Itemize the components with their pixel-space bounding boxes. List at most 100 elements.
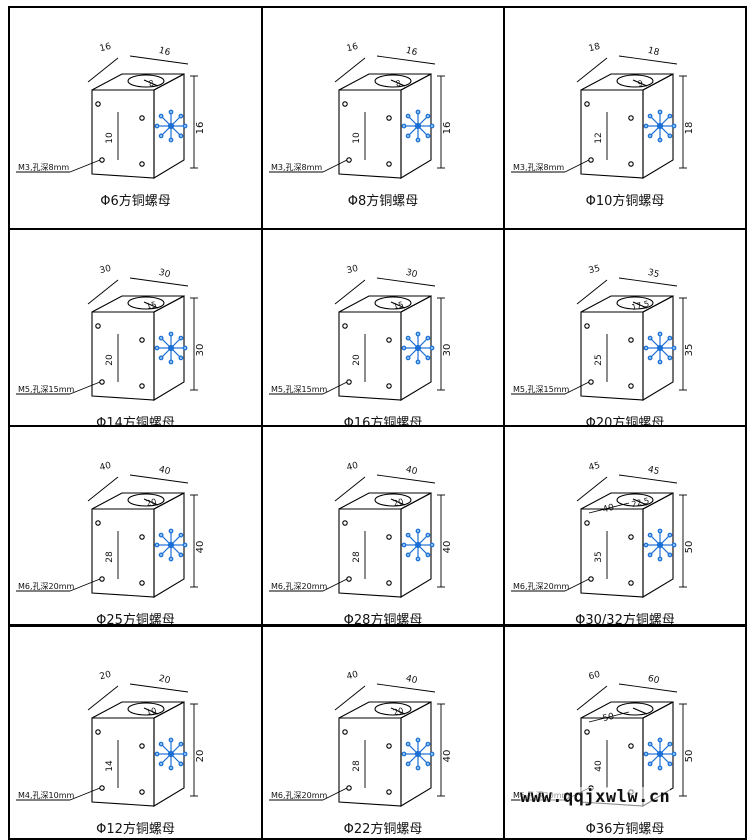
screw-hole: [628, 580, 634, 586]
top-dim-line: [376, 277, 436, 287]
star-tip: [154, 751, 160, 757]
top-right-dim-label: 30: [158, 268, 172, 281]
top-dim-line: [129, 55, 189, 65]
nut-caption: Φ16方铜螺母: [343, 416, 423, 425]
nut-caption: Φ6方铜螺母: [100, 194, 171, 209]
screw-hole: [342, 729, 348, 735]
right-face: [153, 295, 185, 401]
hole-dim-label: 20: [105, 354, 115, 366]
hole-note: M5,孔深15mm: [18, 385, 75, 394]
leader-line: [390, 301, 406, 309]
screw-hole: [386, 337, 392, 343]
hole-note: M6,孔深20mm: [18, 582, 75, 591]
star-tip: [671, 123, 677, 129]
screw-hole: [139, 743, 145, 749]
top-hole: [374, 702, 412, 716]
star-tip: [429, 751, 435, 757]
screw-hole: [588, 576, 594, 582]
star-tip: [158, 741, 164, 747]
star-tip: [405, 335, 411, 341]
top-left-dim-label: 45: [588, 461, 602, 473]
top-face: [580, 492, 674, 510]
nut-caption: Φ36方铜螺母: [585, 822, 665, 837]
top-left-dim-label: 40: [99, 461, 113, 474]
leader-line: [390, 79, 406, 87]
hole-note: M5,孔深15mm: [513, 385, 570, 394]
star-tip: [671, 751, 677, 757]
nut-caption: Φ30/32方铜螺母: [575, 613, 675, 624]
nut-caption: Φ14方铜螺母: [96, 416, 175, 425]
top-hole: [616, 296, 654, 310]
watermark: www.qqjxwlw.cn: [520, 787, 671, 807]
center-dim-label: 8: [395, 79, 402, 89]
star-center: [656, 122, 664, 130]
star-tip: [178, 113, 184, 119]
grid-line-v: [745, 6, 747, 838]
screw-hole: [95, 323, 101, 329]
height-dim-label: 30: [195, 344, 206, 357]
front-face: [338, 89, 402, 179]
star-tip: [178, 552, 184, 558]
height-dim-label: 16: [195, 122, 206, 135]
star-tip: [182, 751, 188, 757]
front-face: [580, 89, 644, 179]
center-dim-label: 20: [392, 706, 404, 717]
nut-caption: Φ28方铜螺母: [343, 613, 423, 624]
hole-note: M6,孔深20mm: [513, 582, 570, 591]
cube-outline: [334, 683, 445, 807]
top-hole: [616, 74, 654, 88]
cube-outline: [87, 683, 198, 807]
star-tip: [178, 133, 184, 139]
star-tip: [667, 741, 673, 747]
inner-dim-line: [588, 711, 630, 723]
top-left-dim-label: 20: [99, 670, 113, 683]
top-right-dim-label: 45: [647, 465, 661, 477]
star-tip: [182, 542, 188, 548]
screw-hole: [99, 785, 105, 791]
nut-caption: Φ25方铜螺母: [96, 613, 175, 624]
right-face: [400, 73, 432, 179]
top-hole: [616, 493, 654, 507]
leader-line: [390, 707, 406, 715]
hole-dim-label: 20: [352, 354, 362, 366]
height-dim-label: 30: [442, 344, 453, 357]
star-tip: [657, 556, 663, 562]
star-tip: [647, 761, 653, 767]
top-hole: [374, 493, 412, 507]
hole-note: M3,孔深8mm: [513, 163, 564, 172]
star-tip: [168, 137, 174, 143]
hole-dim-label: 28: [352, 551, 362, 563]
center-dim-label: 8: [148, 79, 155, 89]
center-dim-label: 22.5: [631, 496, 650, 509]
right-face: [400, 295, 432, 401]
top-left-dim-label: 30: [99, 264, 113, 277]
star-tip: [158, 532, 164, 538]
right-face: [153, 73, 185, 179]
note-leader: [564, 578, 590, 592]
front-face: [338, 717, 402, 807]
top-face: [91, 295, 185, 313]
top-dim-line: [618, 683, 678, 693]
star-center: [167, 344, 175, 352]
star-tip: [405, 741, 411, 747]
top-left-dim-label: 30: [346, 264, 360, 277]
screw-hole: [95, 101, 101, 107]
right-face: [642, 73, 674, 179]
grid-line-v: [8, 6, 10, 838]
star-tip: [643, 345, 649, 351]
height-dim-label: 50: [684, 541, 695, 554]
top-dim-line: [87, 685, 119, 711]
star-tip: [667, 532, 673, 538]
height-dim-label: 40: [442, 541, 453, 554]
star-center: [656, 541, 664, 549]
star-tip: [168, 765, 174, 771]
note-leader: [322, 787, 348, 801]
star-tip: [415, 137, 421, 143]
note-leader: [69, 787, 101, 801]
